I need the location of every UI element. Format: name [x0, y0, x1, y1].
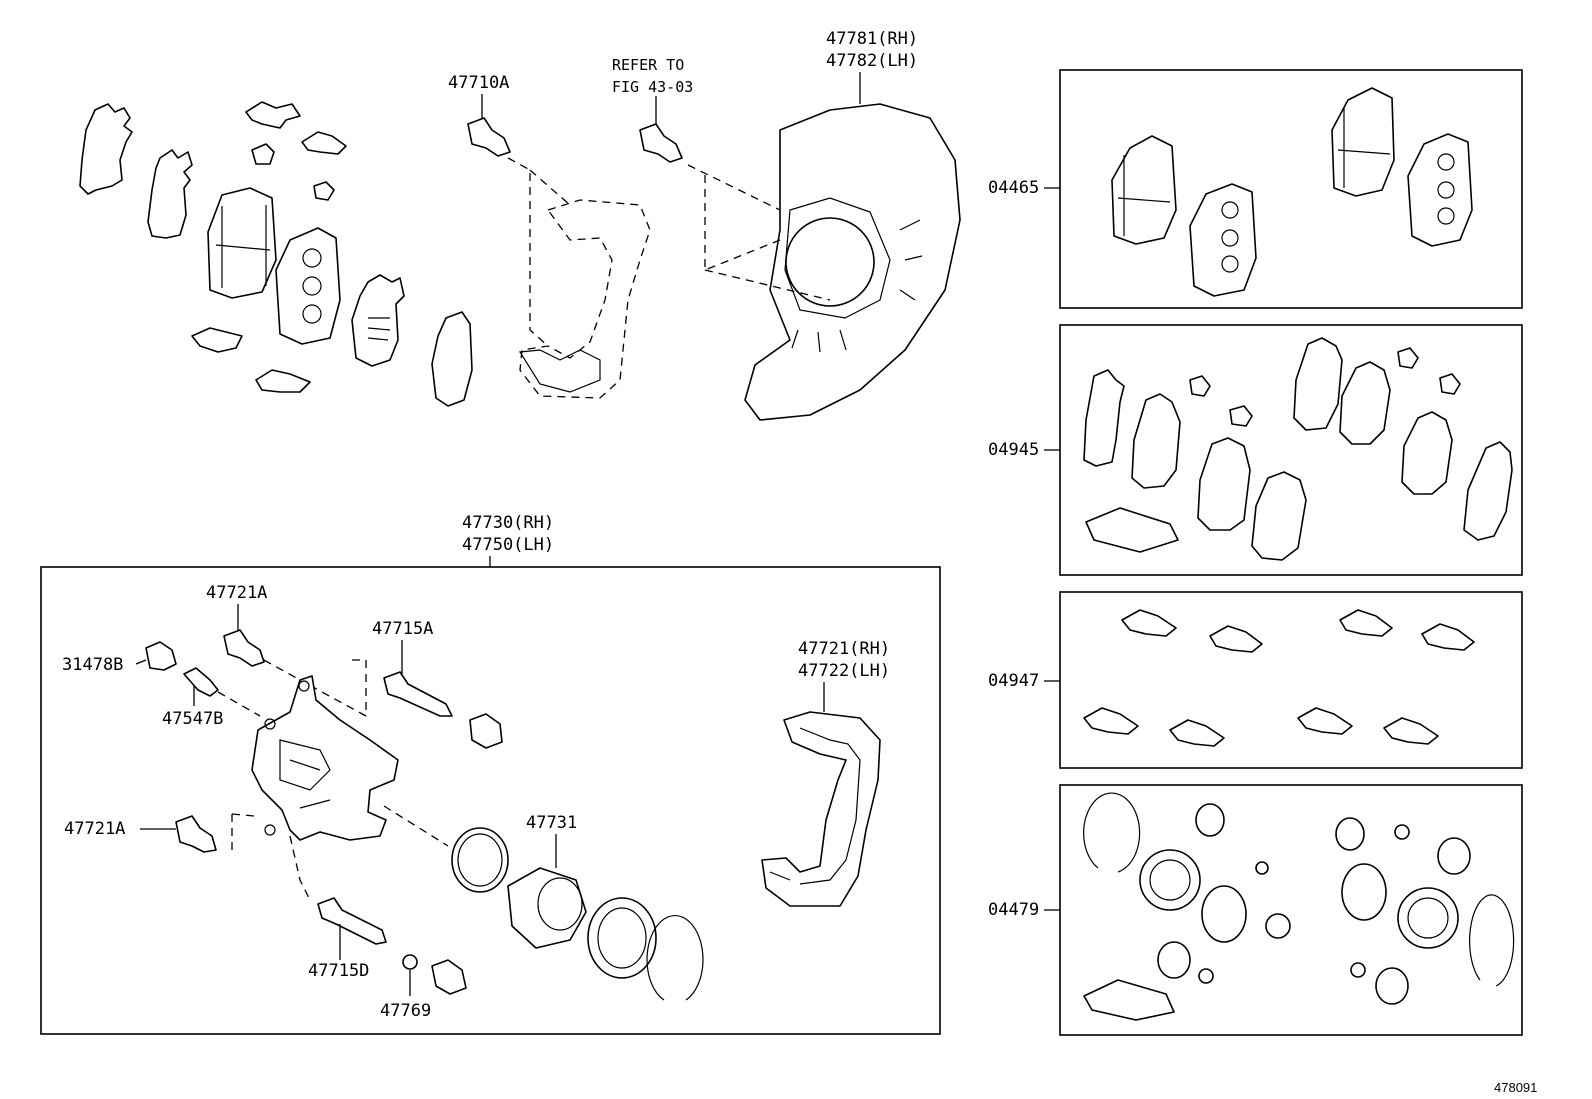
pad-wear-indicator-b — [313, 181, 335, 201]
kit-code-04465: 04465 — [988, 178, 1039, 198]
bolt-47721a-top: 47721A — [206, 583, 301, 681]
label-47721a-bottom: 47721A — [64, 819, 125, 839]
pin-47715a: 47715A — [299, 619, 503, 749]
label-47715a: 47715A — [372, 619, 433, 639]
label-47731: 47731 — [526, 813, 577, 833]
label-47781: 47781(RH) — [826, 29, 918, 49]
boot-31478b: 31478B — [62, 641, 177, 675]
label-47721-rh: 47721(RH) — [798, 639, 890, 659]
anti-squeal-shim-inner — [147, 149, 193, 239]
kit-04947: 04947 — [988, 591, 1523, 769]
label-47750: 47750(LH) — [462, 535, 554, 555]
label-47782: 47782(LH) — [826, 51, 918, 71]
bleeder-47547b: 47547B — [162, 667, 261, 729]
kit-code-04945: 04945 — [988, 440, 1039, 460]
disc-dust-cover: 47781(RH) 47782(LH) — [687, 29, 961, 421]
label-refer-line2: FIG 43-03 — [612, 78, 693, 96]
label-47769: 47769 — [380, 1001, 431, 1021]
label-47715d: 47715D — [308, 961, 369, 981]
label-47730: 47730(RH) — [462, 513, 554, 533]
kit-code-04479: 04479 — [988, 900, 1039, 920]
bolt-47721a-bottom: 47721A — [64, 815, 217, 853]
label-47722-lh: 47722(LH) — [798, 661, 890, 681]
brake-pad-outer — [207, 187, 277, 299]
pad-support-plate-a — [245, 101, 301, 129]
kit-04465: 04465 — [988, 69, 1523, 309]
piston-47731: 47731 — [451, 813, 704, 1001]
kit-04479: 04479 — [988, 784, 1523, 1036]
label-47547b: 47547B — [162, 709, 223, 729]
bolt-47710a: 47710A — [448, 73, 511, 157]
inner-shim-b — [431, 311, 473, 407]
caliper-mounting-47721: 47721(RH) 47722(LH) — [761, 639, 890, 907]
caliper-mounting-phantom — [507, 157, 651, 399]
brake-pad-inner — [275, 227, 341, 345]
pad-support-plate-b — [301, 131, 347, 155]
pad-support-plate-c — [191, 327, 243, 353]
cap-47769: 47769 — [380, 954, 467, 1021]
label-47721a-top: 47721A — [206, 583, 267, 603]
kit-code-04947: 04947 — [988, 671, 1039, 691]
kit-04945: 04945 — [988, 324, 1523, 576]
bolt-refer-fig: REFER TO FIG 43-03 — [612, 56, 693, 163]
caliper-body — [231, 675, 449, 901]
pad-wear-indicator-a — [251, 143, 275, 165]
label-31478b: 31478B — [62, 655, 123, 675]
pin-47715d: 47715D — [308, 897, 387, 981]
pad-shim-group-top — [79, 101, 473, 407]
anti-squeal-shim-outer — [79, 103, 133, 195]
inner-shim-a — [351, 274, 405, 367]
caliper-assembly-box: 47730(RH) 47750(LH) — [40, 513, 941, 1035]
label-refer-line1: REFER TO — [612, 56, 684, 74]
figure-id: 478091 — [1494, 1080, 1537, 1095]
label-47710a: 47710A — [448, 73, 509, 93]
pad-support-plate-d — [255, 369, 311, 393]
